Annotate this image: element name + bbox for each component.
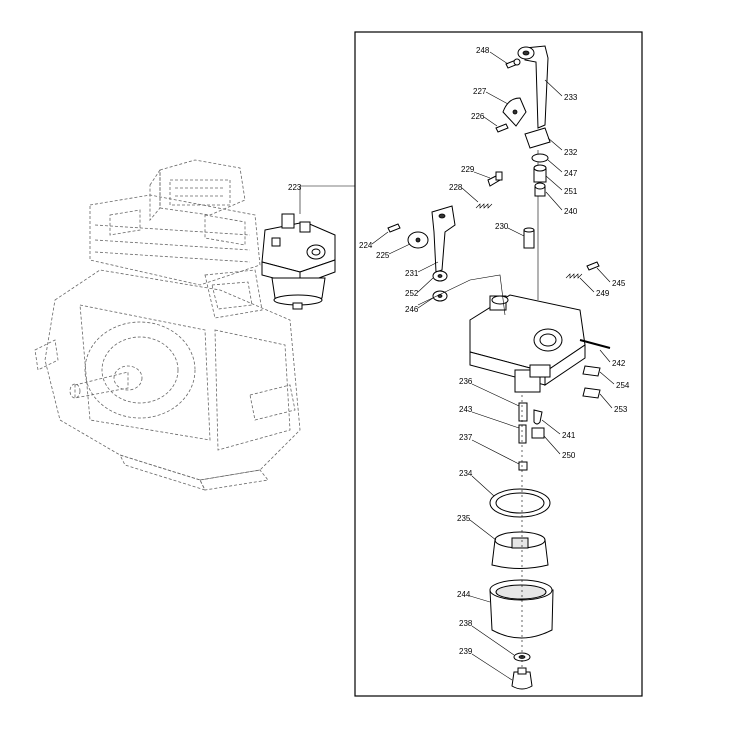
callout-251: 251 bbox=[564, 187, 578, 196]
callout-253: 253 bbox=[614, 405, 628, 414]
callout-254: 254 bbox=[616, 381, 630, 390]
callout-252: 252 bbox=[405, 289, 419, 298]
callout-235: 235 bbox=[457, 514, 471, 523]
callout-247: 247 bbox=[564, 169, 578, 178]
callout-244: 244 bbox=[457, 590, 471, 599]
callout-250: 250 bbox=[562, 451, 576, 460]
callout-labels: 248 233 227 226 232 247 229 228 251 240 … bbox=[359, 46, 630, 656]
callout-249: 249 bbox=[596, 289, 610, 298]
callout-240: 240 bbox=[564, 207, 578, 216]
callout-231: 231 bbox=[405, 269, 419, 278]
assembly-number: 223 bbox=[288, 183, 302, 192]
callout-237: 237 bbox=[459, 433, 473, 442]
leader-lines bbox=[371, 51, 615, 681]
callout-238: 238 bbox=[459, 619, 473, 628]
callout-245: 245 bbox=[612, 279, 626, 288]
detail-frame bbox=[354, 31, 643, 697]
callout-246: 246 bbox=[405, 305, 419, 314]
callout-226: 226 bbox=[471, 112, 485, 121]
callout-239: 239 bbox=[459, 647, 473, 656]
callout-243: 243 bbox=[459, 405, 473, 414]
carburetor-assembly-thumbnail bbox=[261, 213, 336, 310]
callout-232: 232 bbox=[564, 148, 578, 157]
exploded-parts bbox=[387, 45, 611, 690]
callout-236: 236 bbox=[459, 377, 473, 386]
callout-242: 242 bbox=[612, 359, 626, 368]
callout-227: 227 bbox=[473, 87, 487, 96]
callout-234: 234 bbox=[459, 469, 473, 478]
callout-229: 229 bbox=[461, 165, 475, 174]
callout-241: 241 bbox=[562, 431, 576, 440]
callout-248: 248 bbox=[476, 46, 490, 55]
callout-230: 230 bbox=[495, 222, 509, 231]
callout-224: 224 bbox=[359, 241, 373, 250]
callout-225: 225 bbox=[376, 251, 390, 260]
callout-233: 233 bbox=[564, 93, 578, 102]
callout-228: 228 bbox=[449, 183, 463, 192]
engine-outline bbox=[34, 159, 301, 491]
